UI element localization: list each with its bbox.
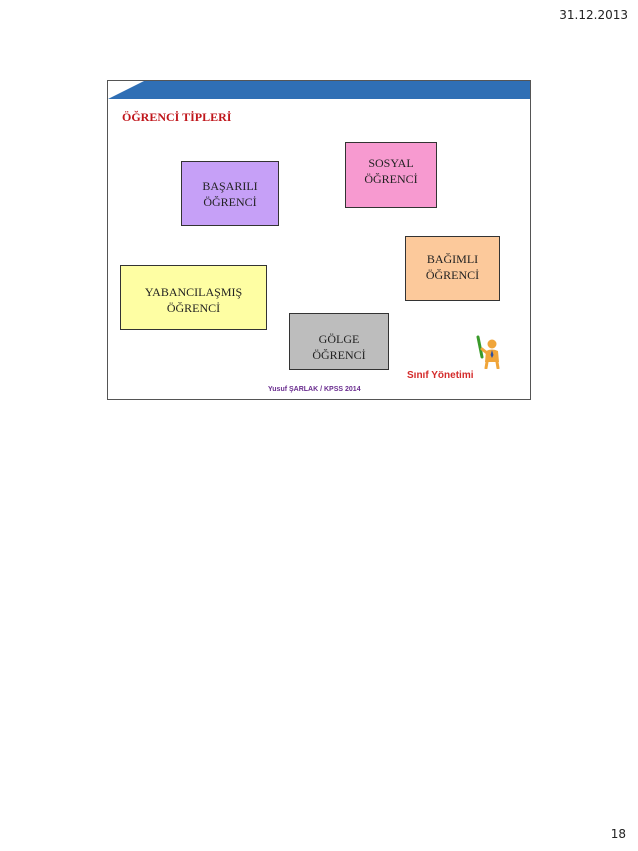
- box-sosyal-line1: SOSYAL: [368, 156, 414, 170]
- box-bagimli-line2: ÖĞRENCİ: [425, 268, 480, 282]
- brand-label: Sınıf Yönetimi: [407, 370, 474, 381]
- header-date: 31.12.2013: [559, 8, 628, 22]
- box-basarili-line1: BAŞARILI: [202, 179, 258, 193]
- page-number: 18: [610, 827, 626, 841]
- box-yabancilasmis-line2: ÖĞRENCİ: [166, 301, 221, 315]
- box-yabancilasmis-ogrenci: YABANCILAŞMIŞ ÖĞRENCİ: [120, 265, 267, 330]
- box-golge-ogrenci: GÖLGE ÖĞRENCİ: [289, 313, 389, 370]
- slide-top-bar: [108, 81, 530, 99]
- box-basarili-line2: ÖĞRENCİ: [203, 195, 257, 209]
- box-sosyal-ogrenci: SOSYAL ÖĞRENCİ: [345, 142, 437, 208]
- box-golge-line1: GÖLGE: [318, 332, 360, 346]
- box-bagimli-ogrenci: BAĞIMLI ÖĞRENCİ: [405, 236, 500, 301]
- box-basarili-ogrenci: BAŞARILI ÖĞRENCİ: [181, 161, 279, 226]
- box-yabancilasmis-line1: YABANCILAŞMIŞ: [144, 285, 243, 299]
- slide-author: Yusuf ŞARLAK / KPSS 2014: [268, 386, 361, 393]
- slide-title: ÖĞRENCİ TİPLERİ: [122, 110, 232, 124]
- box-sosyal-line2: ÖĞRENCİ: [364, 172, 418, 186]
- box-bagimli-line1: BAĞIMLI: [426, 252, 479, 266]
- slide-top-bar-notch: [108, 81, 144, 99]
- teacher-figure-icon: [476, 335, 500, 369]
- box-golge-line2: ÖĞRENCİ: [312, 348, 366, 362]
- slide-frame: ÖĞRENCİ TİPLERİ BAŞARILI ÖĞRENCİ SOSYAL …: [107, 80, 531, 400]
